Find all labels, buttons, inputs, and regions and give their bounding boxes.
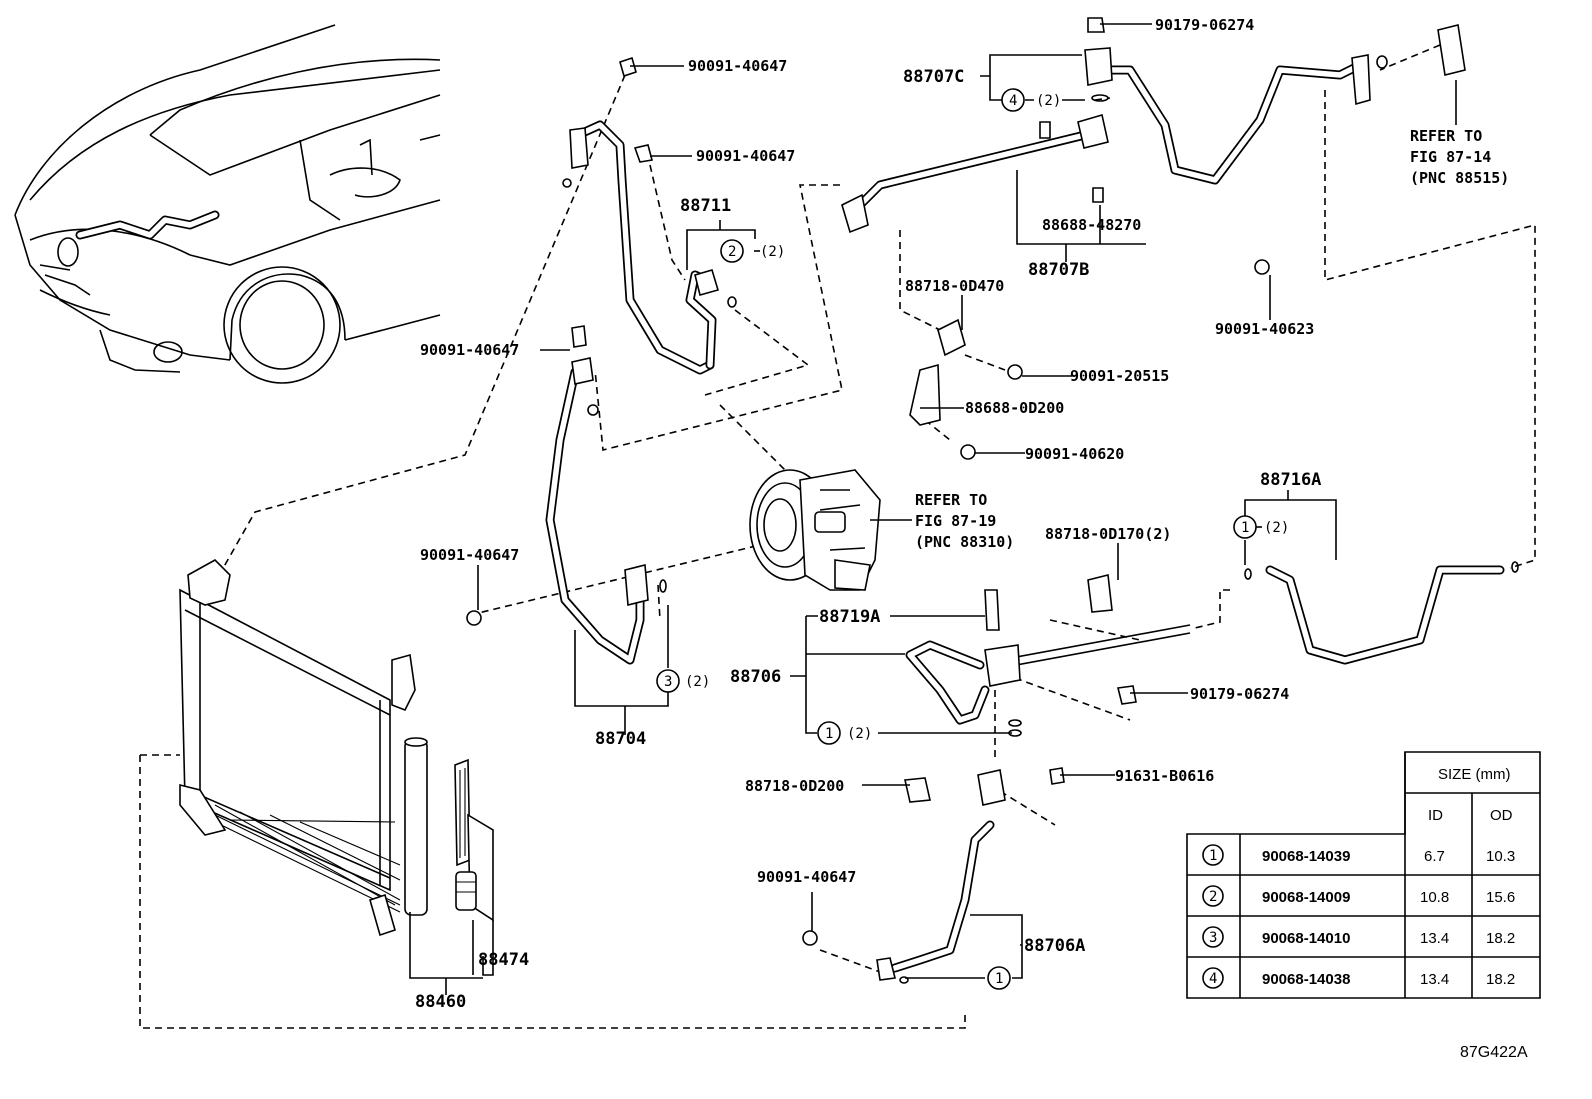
refer-88310-line2: FIG 87-19 bbox=[915, 512, 996, 530]
callout-88716A: 88716A bbox=[1260, 470, 1321, 490]
svg-text:2: 2 bbox=[728, 244, 736, 260]
svg-text:1: 1 bbox=[1209, 848, 1217, 864]
callout-90179-06274-mid: 90179-06274 bbox=[1190, 685, 1289, 703]
callout-88719A: 88719A bbox=[819, 607, 880, 627]
oring-markers: 4 (2) 2 (2) 1 (2) 3 (2) 1 (2) 1 bbox=[656, 88, 1289, 990]
callout-88688-0D200: 88688-0D200 bbox=[965, 399, 1064, 417]
svg-text:13.4: 13.4 bbox=[1420, 930, 1449, 947]
svg-text:(2): (2) bbox=[1264, 520, 1289, 536]
refer-88515-line3: (PNC 88515) bbox=[1410, 169, 1509, 187]
size-table-title: SIZE (mm) bbox=[1438, 766, 1511, 783]
svg-text:13.4: 13.4 bbox=[1420, 971, 1449, 988]
callout-90091-20515: 90091-20515 bbox=[1070, 367, 1169, 385]
compressor bbox=[749, 469, 881, 591]
svg-text:4: 4 bbox=[1009, 93, 1017, 109]
svg-text:1: 1 bbox=[995, 971, 1003, 987]
svg-text:10.3: 10.3 bbox=[1486, 848, 1515, 865]
svg-text:90068-14010: 90068-14010 bbox=[1262, 930, 1350, 947]
callout-88718-0D470: 88718-0D470 bbox=[905, 277, 1004, 295]
svg-text:3: 3 bbox=[664, 674, 672, 690]
svg-text:1: 1 bbox=[825, 726, 833, 742]
condenser-88460 bbox=[179, 559, 428, 937]
callout-90091-40623: 90091-40623 bbox=[1215, 320, 1314, 338]
refer-88310-line1: REFER TO bbox=[915, 491, 987, 509]
dryer-88474 bbox=[454, 758, 494, 922]
callout-90091-40647-c: 90091-40647 bbox=[420, 341, 519, 359]
callout-90091-40620: 90091-40620 bbox=[1025, 445, 1124, 463]
svg-text:90068-14009: 90068-14009 bbox=[1262, 889, 1350, 906]
callout-88460: 88460 bbox=[415, 992, 466, 1012]
oring-marker-2: 2 (2) bbox=[720, 239, 785, 263]
callout-91631-B0616: 91631-B0616 bbox=[1115, 767, 1214, 785]
svg-text:18.2: 18.2 bbox=[1486, 930, 1515, 947]
callout-90179-06274-top: 90179-06274 bbox=[1155, 16, 1254, 34]
callout-88688-48270: 88688-48270 bbox=[1042, 216, 1141, 234]
svg-text:2: 2 bbox=[1209, 889, 1217, 905]
refer-88515-line2: FIG 87-14 bbox=[1410, 148, 1491, 166]
oring-marker-1-88716A: 1 (2) bbox=[1233, 515, 1289, 539]
size-table-row: 1 90068-14039 6.7 10.3 bbox=[1202, 844, 1515, 866]
small-parts bbox=[466, 17, 1519, 984]
svg-text:10.8: 10.8 bbox=[1420, 889, 1449, 906]
size-table-col-od: OD bbox=[1490, 807, 1513, 824]
size-table: SIZE (mm) ID OD 1 90068-14039 6.7 10.3 2… bbox=[1186, 751, 1541, 999]
size-table-row: 3 90068-14010 13.4 18.2 bbox=[1202, 926, 1515, 948]
svg-text:15.6: 15.6 bbox=[1486, 889, 1515, 906]
svg-text:90068-14039: 90068-14039 bbox=[1262, 848, 1350, 865]
svg-text:(2): (2) bbox=[1036, 93, 1061, 109]
callout-88711: 88711 bbox=[680, 196, 731, 216]
refer-88515-line1: REFER TO bbox=[1410, 127, 1482, 145]
callout-88718-0D170: 88718-0D170(2) bbox=[1045, 525, 1171, 543]
oring-marker-4: 4 (2) bbox=[1001, 88, 1061, 112]
svg-text:90068-14038: 90068-14038 bbox=[1262, 971, 1350, 988]
svg-text:(2): (2) bbox=[760, 244, 785, 260]
oring-marker-1-88706A: 1 bbox=[987, 966, 1011, 990]
oring-marker-1-88706: 1 (2) bbox=[817, 721, 872, 745]
callout-88718-0D200: 88718-0D200 bbox=[745, 777, 844, 795]
vehicle-illustration bbox=[14, 24, 441, 384]
svg-text:(2): (2) bbox=[847, 726, 872, 742]
callout-88704: 88704 bbox=[595, 729, 646, 749]
callout-90091-40647-b: 90091-40647 bbox=[696, 147, 795, 165]
callout-88707B: 88707B bbox=[1028, 260, 1089, 280]
svg-text:4: 4 bbox=[1209, 971, 1217, 987]
figure-code: 87G422A bbox=[1460, 1044, 1528, 1061]
callout-88706A: 88706A bbox=[1024, 936, 1085, 956]
callout-90091-40647-e: 90091-40647 bbox=[757, 868, 856, 886]
callout-90091-40647-d: 90091-40647 bbox=[420, 546, 519, 564]
callout-90091-40647-a: 90091-40647 bbox=[688, 57, 787, 75]
svg-text:1: 1 bbox=[1241, 520, 1249, 536]
size-table-row: 4 90068-14038 13.4 18.2 bbox=[1202, 967, 1515, 989]
svg-text:(2): (2) bbox=[685, 674, 710, 690]
hoses bbox=[545, 60, 1505, 973]
callout-88474: 88474 bbox=[478, 950, 529, 970]
refer-88310-line3: (PNC 88310) bbox=[915, 533, 1014, 551]
callout-88706: 88706 bbox=[730, 667, 781, 687]
part-callouts: 90179-06274 88707C 90091-40647 90091-406… bbox=[415, 16, 1509, 1012]
oring-marker-3: 3 (2) bbox=[656, 669, 710, 693]
size-table-row: 2 90068-14009 10.8 15.6 bbox=[1202, 885, 1515, 907]
svg-text:6.7: 6.7 bbox=[1424, 848, 1445, 865]
leader-lines bbox=[409, 23, 1457, 995]
svg-text:3: 3 bbox=[1209, 930, 1217, 946]
callout-88707C: 88707C bbox=[903, 67, 964, 87]
svg-text:18.2: 18.2 bbox=[1486, 971, 1515, 988]
size-table-col-id: ID bbox=[1428, 807, 1443, 824]
